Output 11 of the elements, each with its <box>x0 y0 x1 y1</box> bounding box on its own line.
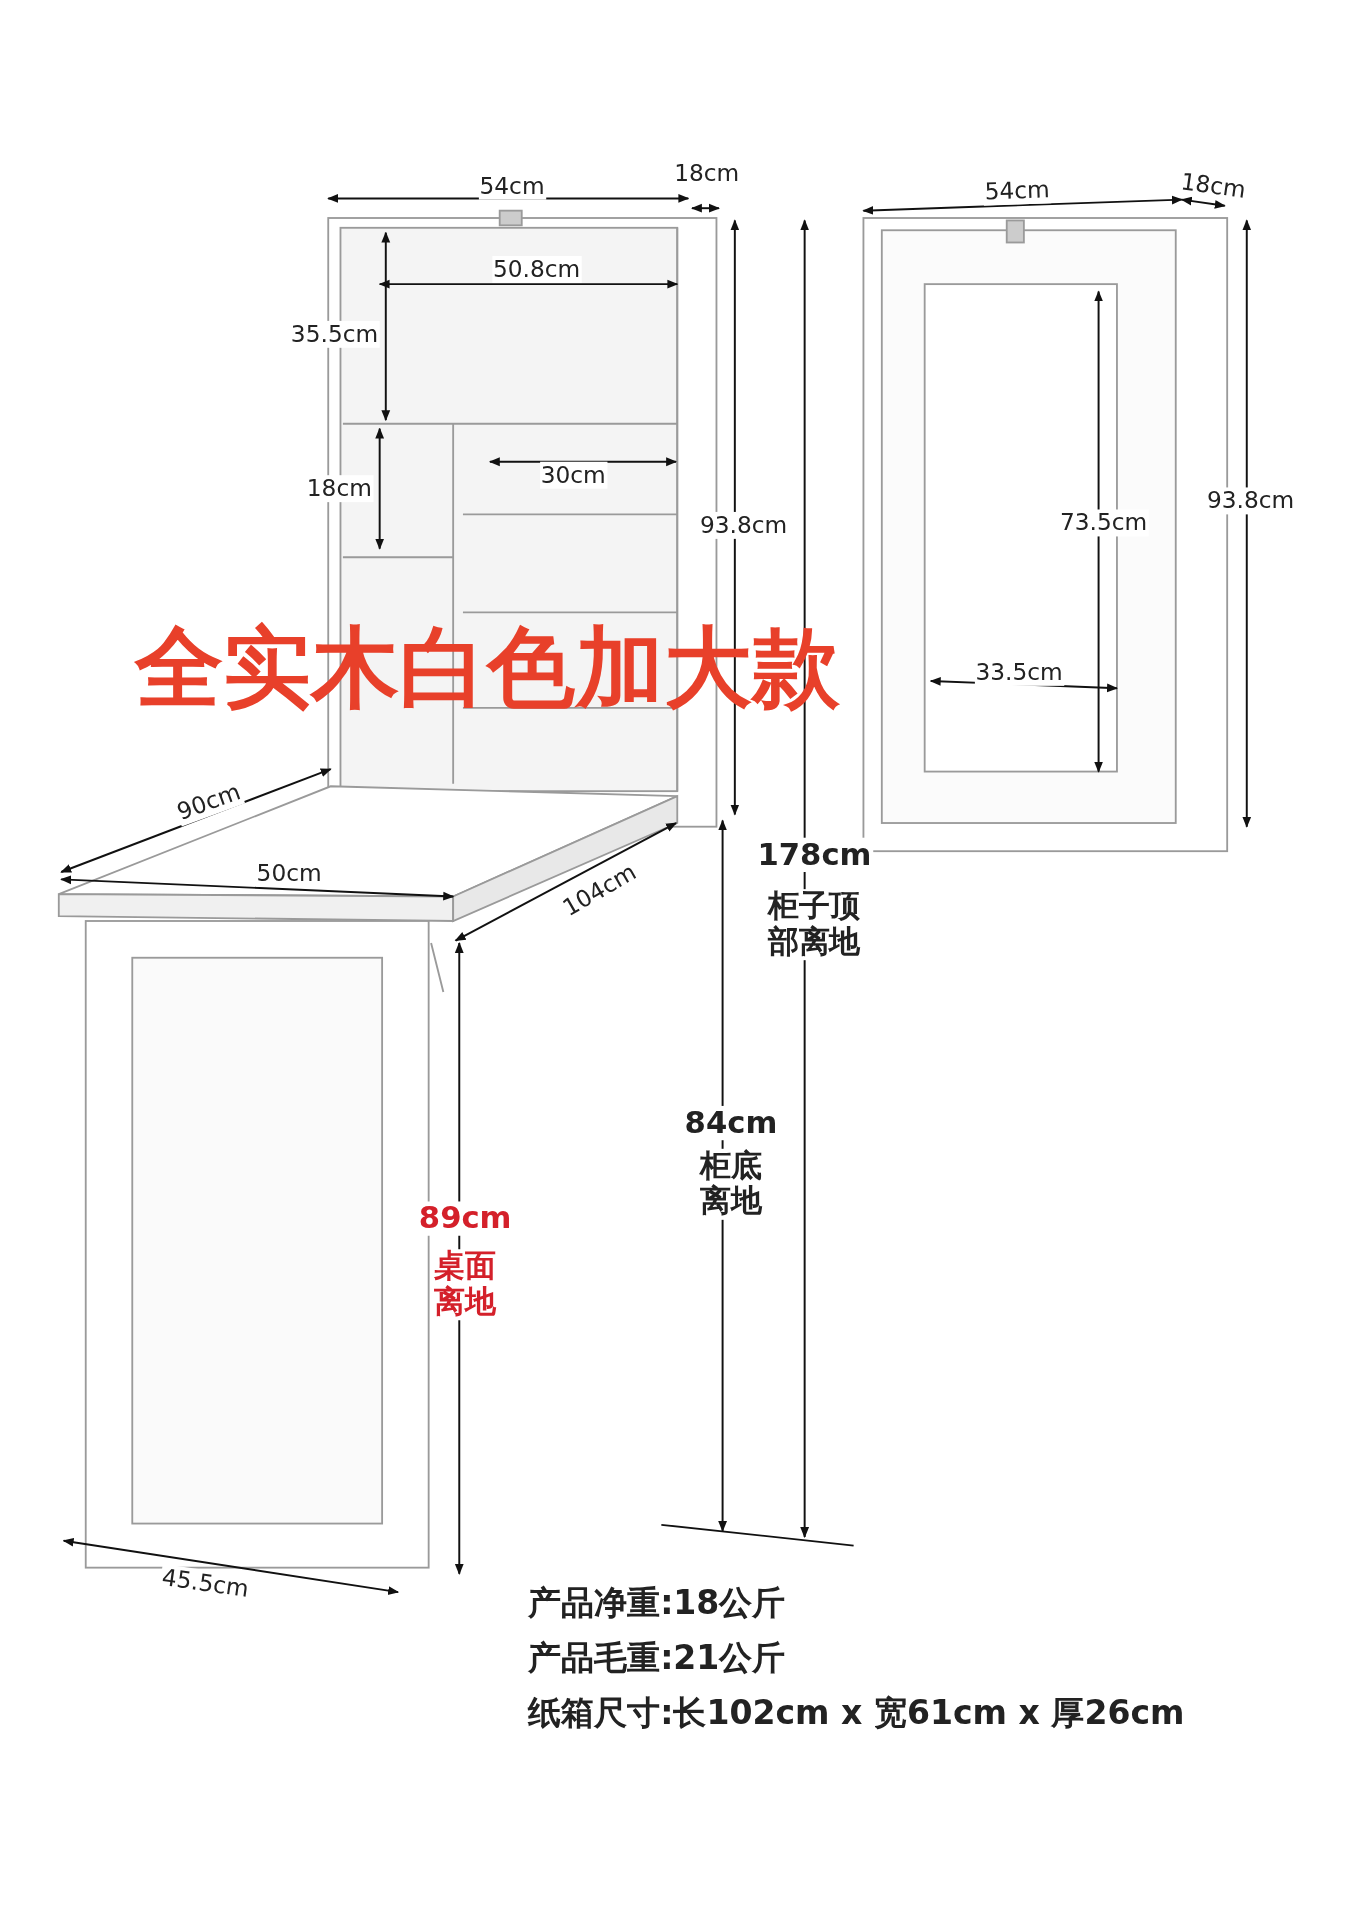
dimension-label: 35.5cm <box>289 320 380 348</box>
dimension-label: 93.8cm <box>1205 487 1296 515</box>
spec-note: 产品净重:18公斤 <box>526 1583 787 1622</box>
spec-note: 产品毛重:21公斤 <box>526 1638 787 1677</box>
dimension-label: 93.8cm <box>698 511 789 539</box>
caption-text: 桌面离地 <box>432 1249 499 1320</box>
dimension-label: 50.8cm <box>491 255 582 283</box>
dimension-label: 30cm <box>539 461 608 489</box>
caption-text: 柜底离地 <box>698 1148 764 1220</box>
dimension-label: 73.5cm <box>1058 509 1149 537</box>
caption-text: 柜子顶部离地 <box>766 889 863 960</box>
